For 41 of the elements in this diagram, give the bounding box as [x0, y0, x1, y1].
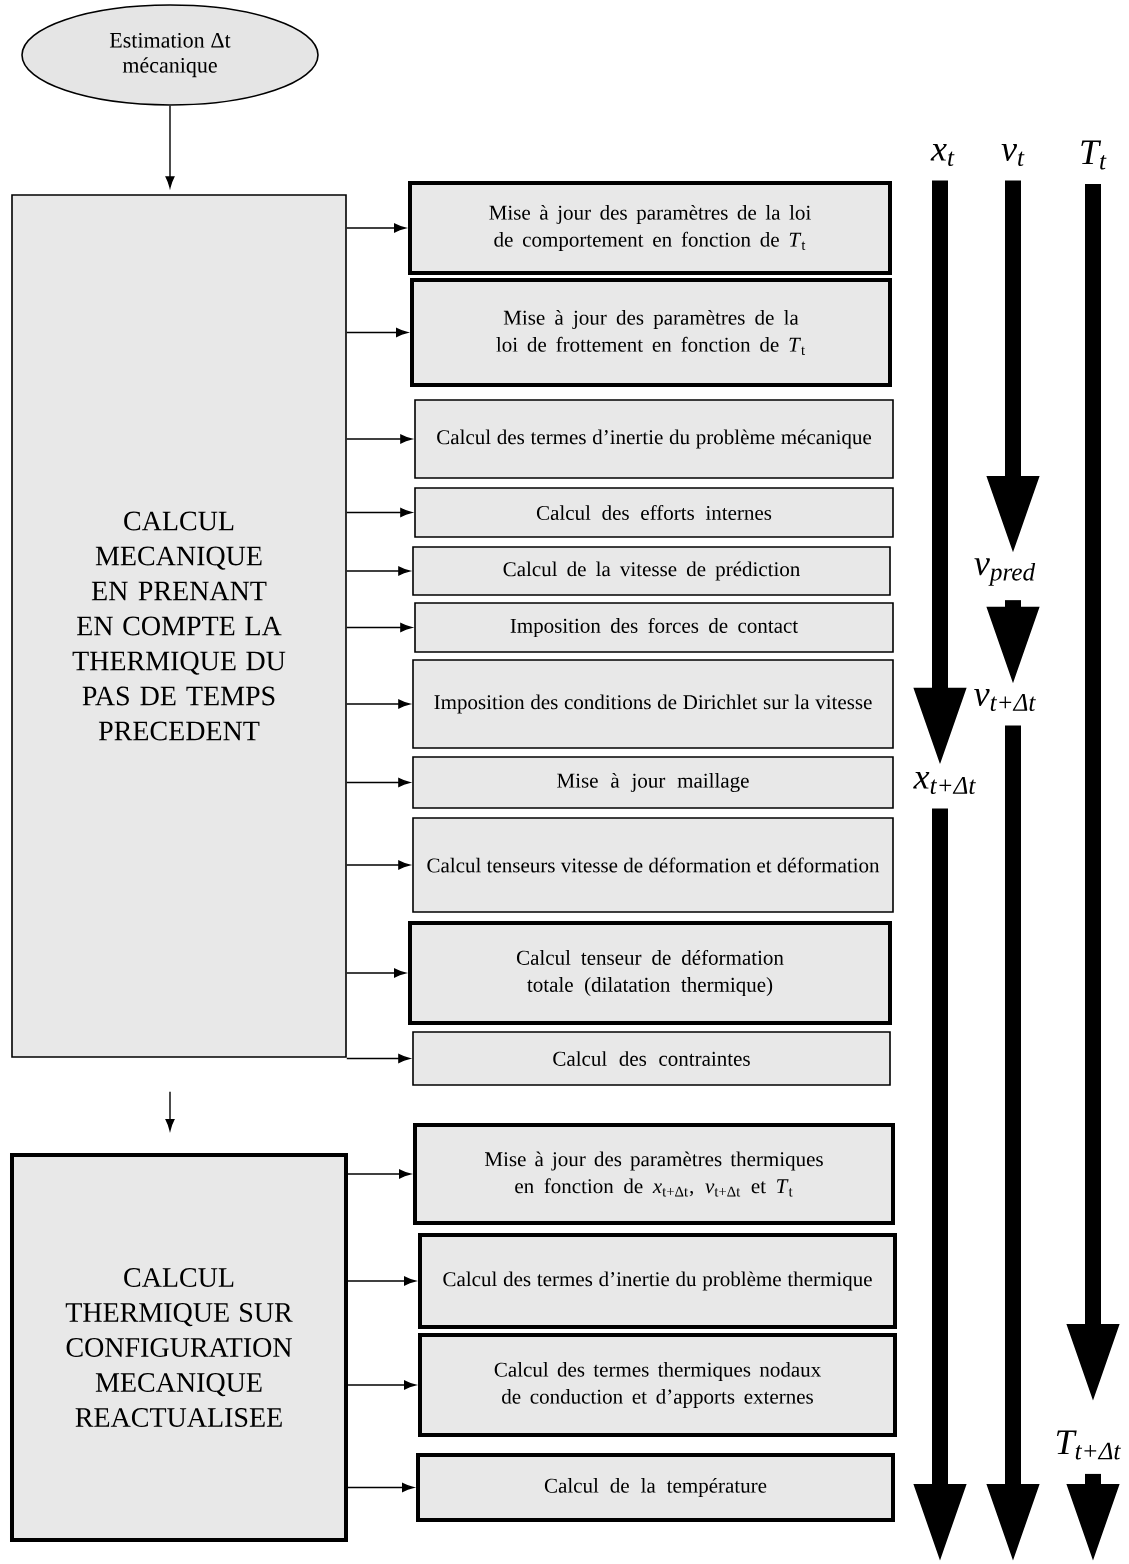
arrow: [347, 1276, 416, 1286]
stage-box: CALCUL MECANIQUE EN PRENANT EN COMPTE LA THERMIQUE DU PAS DE TEMPS PRECEDENT: [11, 194, 347, 1058]
arrow: [165, 1091, 175, 1131]
arrow: [347, 1483, 414, 1493]
step-box: Mise à jour maillage: [412, 756, 894, 809]
step-box: Mise à jour des paramètres de la loi de comportement en fonction de T$_{t}$: [408, 181, 892, 275]
stage-box: CALCUL THERMIQUE SUR CONFIGURATION MECANIQUE REACTUALISEE: [10, 1153, 348, 1542]
arrow: [347, 1169, 411, 1179]
step-box: Mise à jour des paramètres de la loi de frottement en fonction de T$_{t}$: [410, 278, 892, 387]
step-box: Calcul des termes d’inertie du problème mécanique: [414, 399, 894, 479]
arrow: [165, 105, 175, 188]
arrow: [346, 968, 406, 978]
arrow: [346, 328, 408, 337]
variable-label: v$_{pred}$: [974, 558, 1036, 586]
arrow: [346, 508, 412, 518]
step-box: Mise à jour des paramètres thermiques en fonction de x$_{t+Δt}$, v$_{t+Δt}$ et T$_{t}$: [413, 1123, 895, 1225]
step-box: Imposition des forces de contact: [414, 602, 894, 653]
arrow: [346, 1054, 410, 1063]
step-box: Calcul des termes thermiques nodaux de conduction et d’apports externes: [418, 1333, 897, 1437]
variable-label: x$_{t}$: [930, 144, 955, 166]
variable-label: x$_{t+Δt}$: [913, 772, 976, 794]
step-box: Calcul tenseurs vitesse de déformation et déformation: [412, 817, 894, 913]
step-box: Calcul de la température: [416, 1453, 895, 1522]
step-box: Imposition des conditions de Dirichlet sur la vitesse: [412, 659, 894, 749]
arrow: [347, 1380, 416, 1390]
arrow: [346, 623, 412, 633]
arrow: [346, 223, 406, 233]
step-box: Calcul des efforts internes: [414, 487, 894, 538]
arrow: [346, 434, 412, 444]
variable-label: T$_{t+Δt}$: [1056, 1430, 1121, 1460]
arrow: [346, 860, 410, 870]
arrow: [346, 566, 410, 576]
step-box: Calcul tenseur de déformation totale (dilatation thermique): [408, 921, 892, 1025]
arrow: [346, 778, 410, 788]
variable-label: v$_{t+Δt}$: [974, 689, 1036, 711]
step-box: Calcul des contraintes: [412, 1031, 891, 1086]
step-box: Calcul de la vitesse de prédiction: [412, 546, 891, 596]
step-box: Calcul des termes d’inertie du problème thermique: [418, 1233, 897, 1329]
variable-label: v$_{t}$: [1001, 144, 1025, 166]
variable-label: T$_{t}$: [1081, 140, 1107, 170]
arrow: [346, 699, 410, 709]
